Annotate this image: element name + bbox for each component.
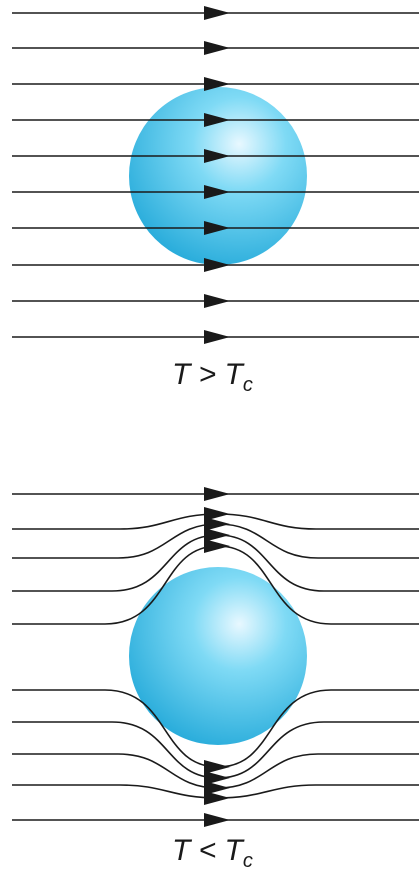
arrowheads-superconducting (204, 487, 230, 827)
arrow-right-icon (204, 6, 230, 20)
arrow-right-icon (204, 487, 230, 501)
field-line (12, 753, 419, 789)
superconducting-state-label: T < Tc (172, 834, 253, 873)
arrow-right-icon (204, 760, 230, 774)
arrow-right-icon (204, 528, 230, 542)
arrow-right-icon (204, 185, 230, 199)
arrow-right-icon (204, 294, 230, 308)
arrow-right-icon (204, 813, 230, 827)
arrow-right-icon (204, 517, 230, 531)
superconducting-state-panel (12, 487, 419, 827)
arrow-right-icon (204, 113, 230, 127)
arrow-right-icon (204, 781, 230, 795)
normal-state-label: T > Tc (172, 358, 253, 397)
label-subscript: c (242, 374, 253, 396)
arrow-right-icon (204, 539, 230, 553)
sphere-normal (129, 87, 307, 265)
arrow-right-icon (204, 330, 230, 344)
arrow-right-icon (204, 258, 230, 272)
label-main: T < T (172, 834, 243, 867)
arrow-right-icon (204, 221, 230, 235)
label-main: T > T (172, 358, 243, 391)
arrowheads-normal (204, 6, 230, 344)
normal-state-panel (12, 6, 419, 344)
arrow-right-icon (204, 41, 230, 55)
arrow-right-icon (204, 149, 230, 163)
arrow-right-icon (204, 77, 230, 91)
arrow-right-icon (204, 507, 230, 521)
arrow-right-icon (204, 771, 230, 785)
arrow-right-icon (204, 791, 230, 805)
sphere-superconducting (129, 567, 307, 745)
label-subscript: c (242, 850, 253, 872)
